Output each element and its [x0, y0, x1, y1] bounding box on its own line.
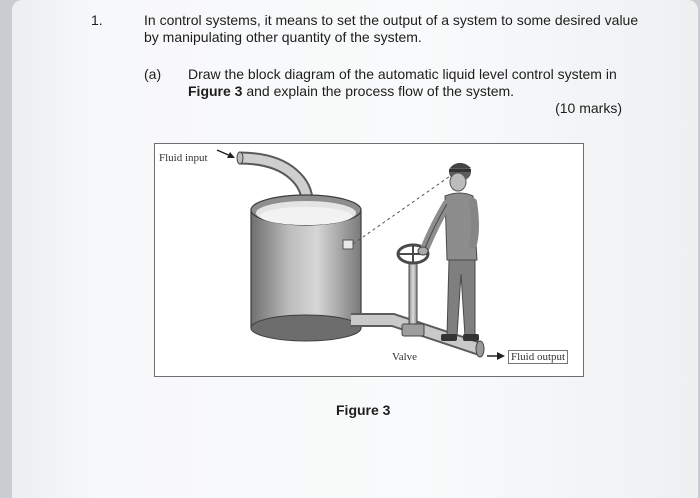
valve — [396, 243, 430, 337]
level-gauge — [342, 239, 354, 250]
fluid-output-label: Fluid output — [508, 350, 569, 364]
question-number: 1. — [91, 12, 103, 28]
figure-caption: Figure 3 — [336, 402, 391, 418]
fluid-input-label: Fluid input — [159, 152, 208, 164]
exam-page: 1. In control systems, it means to set t… — [12, 0, 698, 498]
marks-label: (10 marks) — [555, 100, 622, 116]
sight-line — [352, 173, 454, 245]
figure-3-illustration: Fluid input Valve Fluid output — [154, 143, 584, 377]
liquid-level-system-drawing — [216, 149, 505, 360]
fluid-output-arrow — [487, 352, 505, 360]
part-a-label: (a) — [144, 66, 162, 82]
human-operator — [417, 163, 479, 341]
part-a-text: Draw the block diagram of the automatic … — [188, 66, 648, 100]
fluid-input-arrow — [216, 149, 235, 158]
figure-reference: Figure 3 — [188, 83, 243, 99]
liquid-tank — [250, 194, 362, 342]
question-text: In control systems, it means to set the … — [144, 12, 639, 45]
valve-label: Valve — [392, 351, 418, 363]
liquid-surface — [260, 207, 352, 225]
part-a-text-after: and explain the process flow of the syst… — [246, 83, 515, 99]
part-a-text-before: Draw the block diagram of the automatic … — [188, 66, 617, 82]
